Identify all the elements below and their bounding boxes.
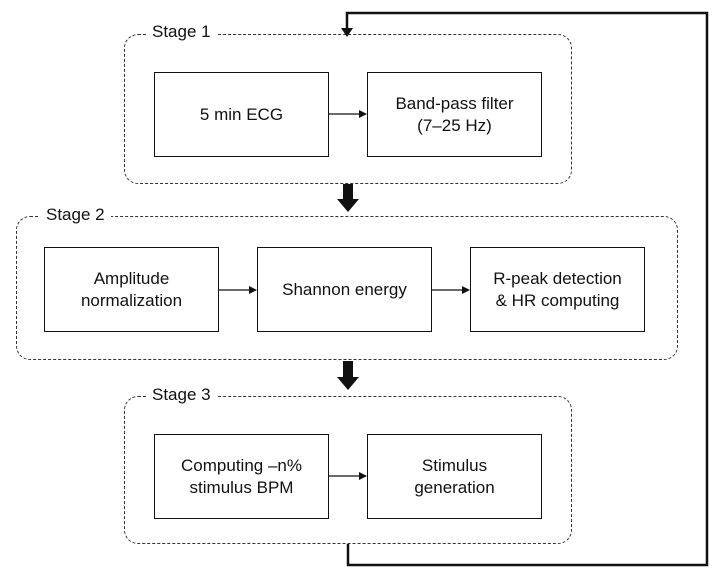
stage-2-label: Stage 2 — [40, 205, 111, 225]
stage-3-label: Stage 3 — [146, 385, 217, 405]
stage-3-container — [124, 396, 572, 544]
stimulus-generation-label: Stimulus generation — [414, 455, 495, 497]
ecg-recording-label: 5 min ECG — [199, 104, 284, 124]
thick-down-arrow-icon — [337, 361, 359, 390]
band-pass-filter-box: Band-pass filter (7–25 Hz) — [367, 72, 542, 157]
thick-down-arrow-icon — [337, 184, 359, 212]
ecg-recording-box: 5 min ECG — [154, 72, 329, 157]
computing-bpm-box: Computing –n% stimulus BPM — [154, 434, 329, 519]
shannon-energy-label: Shannon energy — [282, 279, 407, 299]
r-peak-detection-box: R-peak detection & HR computing — [470, 247, 645, 332]
feedback-arrowhead — [341, 28, 353, 37]
band-pass-filter-label: Band-pass filter (7–25 Hz) — [395, 93, 514, 135]
feedback-loop-arrow-icon — [345, 11, 709, 567]
computing-bpm-label: Computing –n% stimulus BPM — [181, 455, 302, 497]
stimulus-generation-box: Stimulus generation — [367, 434, 542, 519]
shannon-energy-box: Shannon energy — [257, 247, 432, 332]
amplitude-normalization-box: Amplitude normalization — [44, 247, 219, 332]
stage-2-container — [16, 216, 678, 360]
r-peak-detection-label: R-peak detection & HR computing — [493, 268, 622, 310]
amplitude-normalization-label: Amplitude normalization — [80, 268, 183, 310]
stage-1-label: Stage 1 — [146, 22, 217, 42]
